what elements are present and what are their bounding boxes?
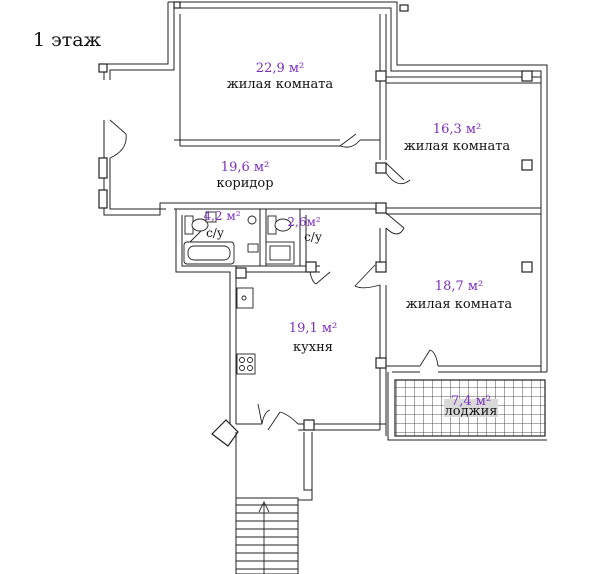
room-name-loggia: лоджия <box>445 404 498 419</box>
entrance-stairs <box>235 432 313 574</box>
room-area-living-3: 18,7 м² <box>435 279 483 294</box>
bath-fixtures <box>183 211 295 265</box>
room-name-living-2: жилая комната <box>404 139 511 154</box>
room-area-kitchen: 19,1 м² <box>289 321 337 336</box>
room-area-corridor: 19,6 м² <box>221 160 269 175</box>
room-area-living-1: 22,9 м² <box>256 61 304 76</box>
doors <box>109 119 439 447</box>
outer-walls <box>103 1 548 436</box>
room-name-kitchen: кухня <box>293 340 333 355</box>
room-name-corridor: коридор <box>216 176 273 191</box>
room-area-loggia: 7,4 м² <box>451 394 491 409</box>
room-name-living-1: жилая комната <box>227 77 334 92</box>
room-area-living-2: 16,3 м² <box>433 122 481 137</box>
kitchen-fixtures <box>236 287 256 375</box>
room-name-living-3: жилая комната <box>406 297 513 312</box>
room-name-bath-1: с/у <box>206 226 224 240</box>
room-area-bath-1: 4,2 м² <box>203 209 240 223</box>
room-labels: 22,9 м² жилая комната 16,3 м² жилая комн… <box>203 61 512 419</box>
room-area-bath-2: 2,6м² <box>287 215 320 229</box>
loggia-label-bg <box>444 399 498 417</box>
room-name-bath-2: с/у <box>304 230 322 244</box>
loggia <box>387 372 547 441</box>
wall-junctions <box>98 1 533 431</box>
floor-label: 1 этаж <box>33 29 102 51</box>
